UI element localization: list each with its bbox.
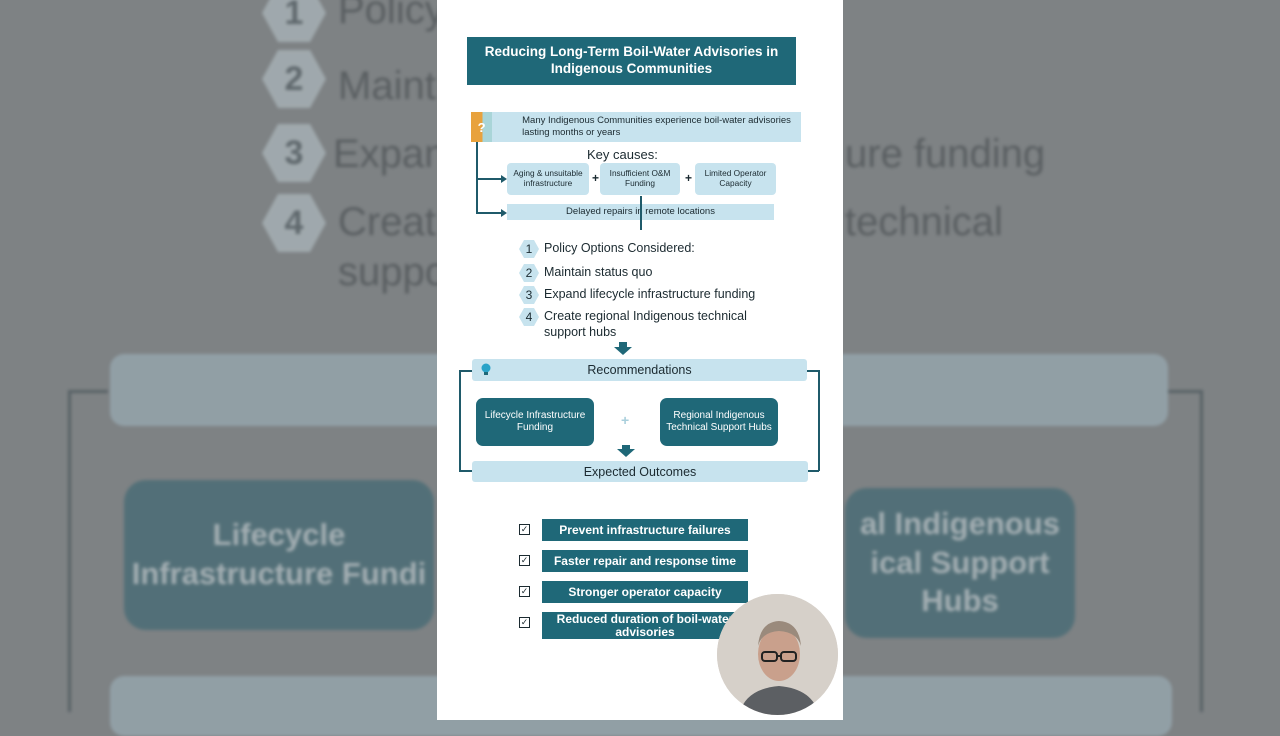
checkbox-icon: ✓ [519, 524, 530, 535]
bg-right-line [1200, 390, 1203, 712]
option-text: Maintain status quo [544, 265, 653, 279]
outcome-check: ✓ [519, 617, 530, 628]
presenter-avatar-icon [717, 594, 838, 715]
bg-text-expan: Expan [333, 132, 447, 176]
loop-right-bottom-line [808, 470, 819, 472]
lightbulb-icon [481, 363, 491, 375]
bg-hex-4: 4 [262, 194, 326, 252]
recommendation-lifecycle-funding: Lifecycle Infrastructure Funding [476, 398, 594, 446]
outcome-item: Faster repair and response time [542, 550, 748, 572]
expected-outcomes-bar: Expected Outcomes [472, 461, 808, 482]
loop-left-line [459, 370, 461, 471]
down-arrow-icon [614, 347, 632, 355]
down-arrow-stem [619, 342, 627, 348]
delayed-connector-arrow [501, 209, 507, 217]
checkbox-icon: ✓ [519, 586, 530, 597]
outcome-item: Stronger operator capacity [542, 581, 748, 603]
bg-text-suppo: suppo [338, 250, 447, 294]
cause-aging-infrastructure: Aging & unsuitable infrastructure [507, 163, 589, 195]
option-item: 2 Maintain status quo [519, 264, 774, 282]
checkbox-icon: ✓ [519, 617, 530, 628]
infographic-slide: Reducing Long-Term Boil-Water Advisories… [437, 0, 843, 720]
recommendations-bar: Recommendations [472, 359, 807, 381]
delayed-connector-line [476, 212, 502, 214]
loop-left-bottom-line [459, 470, 472, 472]
option-number: 3 [519, 286, 539, 304]
option-item: 1 Policy Options Considered: [519, 240, 774, 258]
slide-title: Reducing Long-Term Boil-Water Advisories… [467, 37, 796, 85]
outcome-item: Prevent infrastructure failures [542, 519, 748, 541]
option-text: Create regional Indigenous technical sup… [544, 309, 747, 340]
outcome-check: ✓ [519, 555, 530, 566]
option-item: 3 Expand lifecycle infrastructure fundin… [519, 286, 774, 304]
down-arrow-icon [617, 449, 635, 457]
option-number: 1 [519, 240, 539, 258]
recommendation-support-hubs: Regional Indigenous Technical Support Hu… [660, 398, 778, 446]
loop-right-top-line [807, 370, 819, 372]
loop-left-top-line [459, 370, 472, 372]
option-text: Expand lifecycle infrastructure funding [544, 287, 756, 301]
recommendations-label: Recommendations [587, 363, 692, 377]
bg-text-maint: Maint [338, 64, 436, 108]
presenter-webcam [717, 594, 838, 715]
bg-text-funding: ure funding [845, 132, 1046, 176]
cause-connector-arrow [501, 175, 507, 183]
bg-text-technical: technical [845, 200, 1003, 244]
issue-text: Many Indigenous Communities experience b… [522, 115, 791, 138]
bg-left-line [68, 390, 71, 712]
option-number: 4 [519, 308, 539, 326]
delayed-down-line [640, 196, 642, 230]
bg-hex-1: 1 [262, 0, 326, 42]
question-icon: ? [471, 112, 493, 142]
cause-connector-line [476, 178, 502, 180]
bg-hubs-box: al Indigenous ical Support Hubs [845, 488, 1075, 638]
option-number: 2 [519, 264, 539, 282]
cause-insufficient-funding: Insufficient O&M Funding [600, 163, 680, 195]
down-arrow-stem [622, 445, 630, 450]
plus-icon: + [592, 171, 600, 185]
plus-icon: + [621, 412, 630, 428]
key-causes-label: Key causes: [587, 147, 658, 162]
bg-lifecycle-box: Lifecycle Infrastructure Fundi [124, 480, 434, 630]
bg-right-top-line [1168, 390, 1202, 393]
plus-icon: + [685, 171, 693, 185]
bg-left-top-line [68, 390, 108, 393]
outcome-check: ✓ [519, 586, 530, 597]
outcome-item: Reduced duration of boil-water advisorie… [542, 612, 748, 639]
issue-bar: ? Many Indigenous Communities experience… [471, 112, 801, 142]
bg-hex-3: 3 [262, 124, 326, 182]
option-item: 4 Create regional Indigenous technical s… [519, 308, 774, 341]
bg-hex-2: 2 [262, 50, 326, 108]
outcome-check: ✓ [519, 524, 530, 535]
loop-right-line [818, 370, 820, 471]
option-text: Policy Options Considered: [544, 241, 695, 255]
cause-limited-operator-capacity: Limited Operator Capacity [695, 163, 776, 195]
checkbox-icon: ✓ [519, 555, 530, 566]
bg-text-policy: Policy [338, 0, 445, 32]
issue-connector-line [476, 142, 478, 213]
bg-text-creat: Creat [338, 200, 436, 244]
